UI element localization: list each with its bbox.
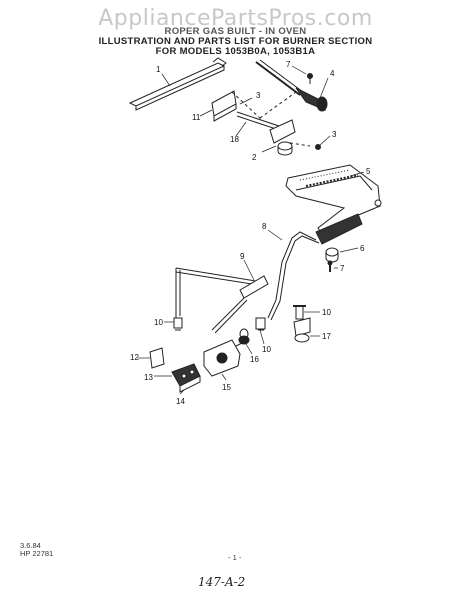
callout-label: 7 xyxy=(286,60,291,69)
page-number: - 1 - xyxy=(228,553,242,562)
callout-label: 14 xyxy=(176,397,185,406)
callout-label: 1 xyxy=(156,65,161,74)
guide-line xyxy=(231,91,263,121)
part-4-igniter xyxy=(255,59,328,112)
part-18-mount xyxy=(269,119,296,156)
part-3-screw xyxy=(315,144,321,150)
callout-label: 16 xyxy=(250,355,259,364)
callout-label: 3 xyxy=(256,91,261,100)
part-10-fitting xyxy=(293,305,306,320)
part-9-gas-tube xyxy=(175,267,269,334)
callout-label: 15 xyxy=(222,383,231,392)
part-7-screw xyxy=(307,73,313,84)
callout-label: 6 xyxy=(360,244,365,253)
callout-label: 9 xyxy=(240,252,245,261)
print-date: 3.6.84 xyxy=(20,541,41,550)
callout-label: 10 xyxy=(322,308,331,317)
part-1-bracket xyxy=(128,57,227,111)
part-2-bracket xyxy=(211,90,237,122)
callout-label: 18 xyxy=(230,135,239,144)
callout-label: 17 xyxy=(322,332,331,341)
guide-line xyxy=(259,91,297,119)
part-16-holder xyxy=(293,317,311,343)
leader-lines xyxy=(138,65,365,395)
callout-label: 5 xyxy=(366,167,371,176)
part-5-burner xyxy=(285,164,382,245)
callout-label: 8 xyxy=(262,222,267,231)
callout-label: 4 xyxy=(330,69,335,78)
part-8-gas-tube xyxy=(267,231,320,321)
part-10-fitting xyxy=(173,317,183,331)
callout-label: 11 xyxy=(192,113,201,122)
handwritten-note: 147-A-2 xyxy=(198,575,246,589)
title-line-2: ILLUSTRATION AND PARTS LIST FOR BURNER S… xyxy=(98,36,373,47)
part-15-nut xyxy=(238,328,250,345)
callout-label: 13 xyxy=(144,373,153,382)
part-14-valve xyxy=(203,339,245,377)
part-7-screw-lower xyxy=(327,260,333,272)
document-code: HP 22781 xyxy=(20,549,54,558)
callout-label: 2 xyxy=(252,153,257,162)
guide-line xyxy=(283,141,311,147)
part-13-regulator xyxy=(171,363,201,393)
callout-label: 12 xyxy=(130,353,139,362)
part-11-plate xyxy=(149,347,165,369)
callout-label: 10 xyxy=(262,345,271,354)
watermark: AppliancePartsPros.com xyxy=(98,6,373,31)
title-line-3: FOR MODELS 1053B0A, 1053B1A xyxy=(155,46,316,57)
callout-label: 10 xyxy=(154,318,163,327)
part-6-cap xyxy=(325,247,339,263)
callout-label: 7 xyxy=(340,264,345,273)
part-10-fitting xyxy=(255,317,266,331)
callout-label: 3 xyxy=(332,130,337,139)
title-line-1: ROPER GAS BUILT - IN OVEN xyxy=(164,26,307,37)
